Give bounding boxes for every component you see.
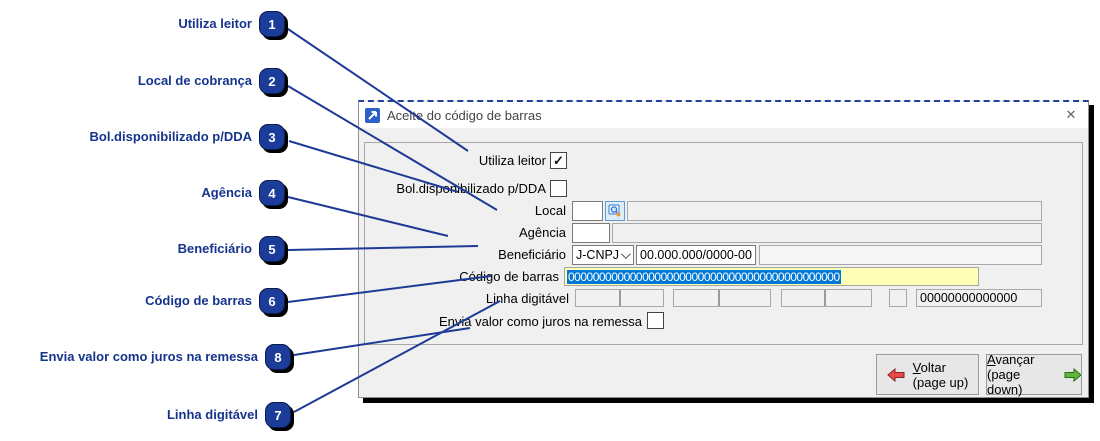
beneficiario-label: Beneficiário [498, 247, 566, 262]
field-divider [718, 290, 720, 306]
local-code-input[interactable] [572, 201, 603, 221]
local-lookup-button[interactable] [605, 201, 625, 221]
callout-badge-3: 3 [259, 124, 285, 150]
callout-badge-7: 7 [265, 402, 291, 428]
arrow-right-icon [1064, 367, 1081, 382]
avancar-rest: vançar [995, 352, 1035, 367]
linha-digitavel-last-field: 00000000000000 [916, 289, 1042, 307]
avancar-button-text: Avançar (page down) [987, 352, 1056, 397]
callout-badge-5: 5 [259, 236, 285, 262]
bol-dda-label: Bol.disponibilizado p/DDA [396, 181, 546, 196]
close-icon[interactable]: ✕ [1065, 107, 1077, 122]
voltar-button-text: Voltar (page up) [913, 360, 969, 390]
codigo-barras-input[interactable]: 0000000000000000000000000000000000000000… [564, 267, 979, 286]
checkbox-check-icon: ✓ [553, 153, 564, 168]
linha-digitavel-check-digit-box [889, 289, 907, 307]
linha-digitavel-box-3 [781, 289, 872, 307]
arrow-left-icon [886, 367, 905, 382]
chevron-down-icon [620, 248, 631, 259]
voltar-sub: (page up) [912, 374, 969, 390]
callout-label-utiliza-leitor: Utiliza leitor [178, 16, 252, 31]
callout-label-local-cobranca: Local de cobrança [137, 73, 252, 88]
local-desc-field [627, 201, 1042, 221]
linha-digitavel-box-2 [673, 289, 771, 307]
envia-juros-checkbox[interactable] [647, 312, 664, 329]
agencia-desc-field [612, 223, 1042, 243]
beneficiario-doc-input[interactable]: 00.000.000/0000-00 [636, 245, 756, 265]
agencia-label: Agência [519, 225, 566, 240]
avancar-sub: (page down) [987, 367, 1023, 397]
agencia-input[interactable] [572, 223, 610, 243]
callout-label-agencia: Agência [201, 185, 252, 200]
callout-badge-2: 2 [259, 68, 285, 94]
magnifier-icon [608, 204, 621, 217]
utiliza-leitor-checkbox[interactable]: ✓ [550, 152, 567, 169]
linha-digitavel-label: Linha digitável [485, 291, 569, 306]
beneficiario-tipo-value: J-CNPJ [576, 248, 620, 262]
voltar-button[interactable]: Voltar (page up) [876, 354, 979, 395]
callout-label-bol-dda: Bol.disponibilizado p/DDA [89, 129, 253, 144]
codigo-barras-selected-text: 0000000000000000000000000000000000000000… [567, 269, 841, 284]
envia-juros-label: Envia valor como juros na remessa [438, 314, 642, 329]
codigo-barras-label: Código de barras [459, 269, 559, 284]
callout-badge-8: 8 [265, 344, 291, 370]
linha-digitavel-box-1 [575, 289, 664, 307]
local-label: Local [534, 203, 566, 218]
callout-label-codigo-barras: Código de barras [145, 293, 252, 308]
avancar-accel: A [987, 352, 996, 367]
dialog-titlebar[interactable]: Aceite do código de barras ✕ [359, 102, 1088, 128]
voltar-accel: V [912, 359, 921, 375]
callout-badge-6: 6 [259, 288, 285, 314]
callout-label-linha-digitavel: Linha digitável [166, 407, 258, 422]
dialog-title: Aceite do código de barras [387, 107, 542, 123]
field-divider [824, 290, 826, 306]
callout-badge-1: 1 [259, 11, 285, 37]
beneficiario-name-field [759, 245, 1042, 265]
callout-label-envia-juros: Envia valor como juros na remessa [39, 349, 258, 364]
field-divider [619, 290, 621, 306]
linha-digitavel-last-value: 00000000000000 [920, 291, 1018, 305]
utiliza-leitor-label: Utiliza leitor [478, 153, 546, 168]
callout-label-beneficiario: Beneficiário [177, 241, 252, 256]
bol-dda-checkbox[interactable] [550, 180, 567, 197]
voltar-rest: oltar [920, 359, 946, 375]
avancar-button[interactable]: Avançar (page down) [986, 352, 1082, 397]
dialog-aceite-codigo-barras: Aceite do código de barras ✕ Utiliza lei… [358, 100, 1089, 398]
app-icon [365, 108, 380, 123]
callout-badge-4: 4 [259, 180, 285, 206]
beneficiario-tipo-select[interactable]: J-CNPJ [572, 245, 634, 265]
